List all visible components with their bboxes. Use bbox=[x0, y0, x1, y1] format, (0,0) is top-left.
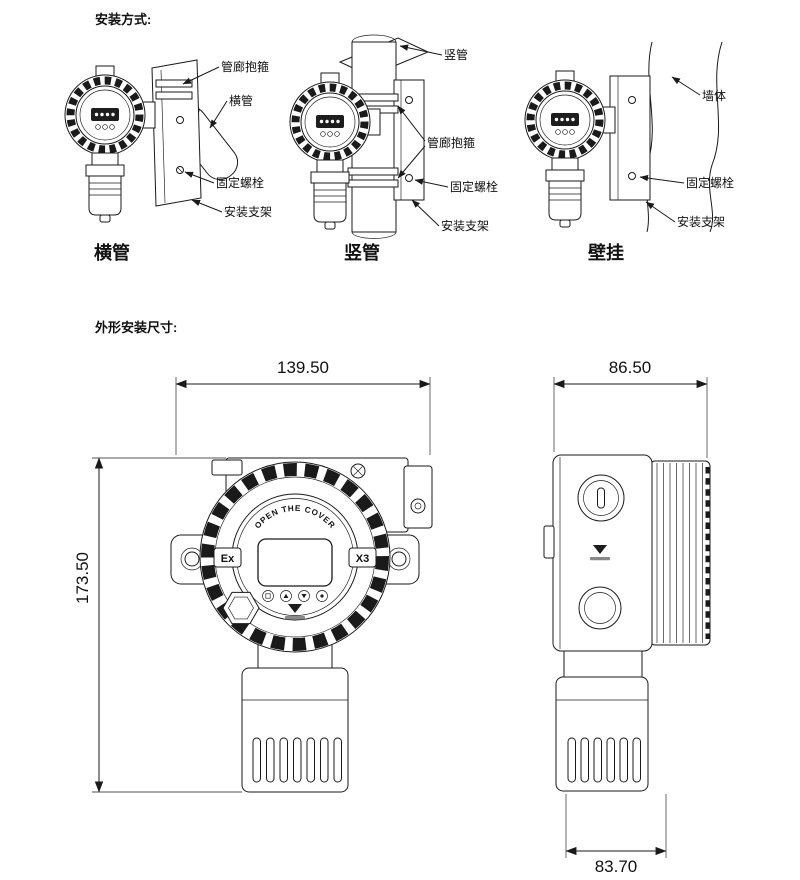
label-fixing-bolt: 固定螺栓 bbox=[686, 175, 734, 190]
gas-detector bbox=[65, 66, 155, 222]
label-mounting-bracket: 安装支架 bbox=[224, 204, 272, 219]
hex-plug bbox=[222, 591, 260, 625]
label-mounting-bracket: 安装支架 bbox=[441, 218, 489, 233]
conduit-entry-top bbox=[577, 474, 625, 522]
dim-side-width: 86.50 bbox=[553, 358, 708, 458]
caption-horizontal-pipe: 横管 bbox=[94, 242, 130, 263]
dim-value-front-height: 173.50 bbox=[73, 552, 92, 604]
label-fixing-bolt: 固定螺栓 bbox=[216, 175, 264, 190]
label-horizontal-pipe: 横管 bbox=[229, 93, 253, 108]
scene-wall-mount: 墙体 固定螺栓 安装支架 壁挂 bbox=[525, 41, 734, 263]
menu-button-icon bbox=[262, 590, 274, 602]
installation-title: 安装方式: bbox=[95, 12, 151, 27]
enter-button-icon bbox=[316, 590, 328, 602]
fixing-bolts bbox=[628, 96, 636, 180]
side-clip bbox=[543, 525, 555, 559]
label-fixing-bolt: 固定螺栓 bbox=[450, 179, 498, 194]
scene-vertical-pipe: 竖管 管廊抱箍 固定螺栓 安装支架 竖管 bbox=[290, 34, 498, 263]
front-view: OPEN THE COVER Ex X3 bbox=[170, 457, 433, 793]
ribbed-cover bbox=[649, 460, 711, 646]
caption-wall-mount: 壁挂 bbox=[588, 242, 624, 263]
label-pipe-clamp: 管廊抱箍 bbox=[221, 59, 269, 74]
housing-body bbox=[543, 454, 653, 652]
conduit-entry-bottom bbox=[578, 586, 622, 630]
fixing-bolts bbox=[176, 116, 184, 174]
ex-marking: Ex bbox=[221, 553, 235, 565]
mounting-bracket bbox=[609, 75, 651, 201]
screw-icon bbox=[410, 498, 426, 514]
display-window bbox=[257, 538, 333, 587]
dimensions-title: 外形安装尺寸: bbox=[94, 320, 177, 335]
x3-marking: X3 bbox=[356, 553, 369, 565]
leader-lines bbox=[397, 44, 449, 227]
dim-front-height: 173.50 bbox=[73, 457, 242, 793]
caption-vertical-pipe: 竖管 bbox=[344, 242, 380, 263]
label-wall: 墙体 bbox=[702, 89, 726, 103]
side-view bbox=[543, 454, 711, 792]
ex-marking-plate bbox=[213, 547, 242, 568]
leader-lines bbox=[639, 76, 701, 223]
dim-value-front-width: 139.50 bbox=[277, 358, 329, 377]
dimension-annotations: 139.50 86.50 173.50 83.70 bbox=[73, 358, 708, 876]
vent-slots bbox=[567, 737, 641, 783]
x3-marking-plate bbox=[348, 547, 377, 568]
wall bbox=[645, 41, 723, 233]
down-button-icon bbox=[298, 590, 310, 602]
screw-icon bbox=[350, 463, 366, 479]
brand-logo-icon bbox=[285, 604, 305, 620]
brand-logo-icon bbox=[590, 545, 610, 561]
leader-lines bbox=[182, 66, 228, 213]
dim-side-depth: 83.70 bbox=[565, 794, 667, 876]
scene-horizontal-pipe: 管廊抱箍 横管 固定螺栓 安装支架 横管 bbox=[65, 59, 272, 263]
button-row bbox=[262, 590, 328, 602]
dim-value-side-width: 86.50 bbox=[609, 358, 652, 377]
pipe-clamp bbox=[155, 79, 193, 100]
dim-front-width: 139.50 bbox=[175, 358, 431, 455]
up-button-icon bbox=[280, 590, 292, 602]
label-mounting-bracket: 安装支架 bbox=[677, 214, 725, 229]
gas-detector bbox=[525, 71, 615, 227]
label-vertical-pipe: 竖管 bbox=[444, 47, 468, 62]
fixing-bolts bbox=[405, 96, 413, 182]
label-pipe-clamp: 管廊抱箍 bbox=[427, 135, 475, 150]
vent-slots bbox=[252, 737, 342, 783]
dim-value-side-depth: 83.70 bbox=[595, 857, 638, 876]
